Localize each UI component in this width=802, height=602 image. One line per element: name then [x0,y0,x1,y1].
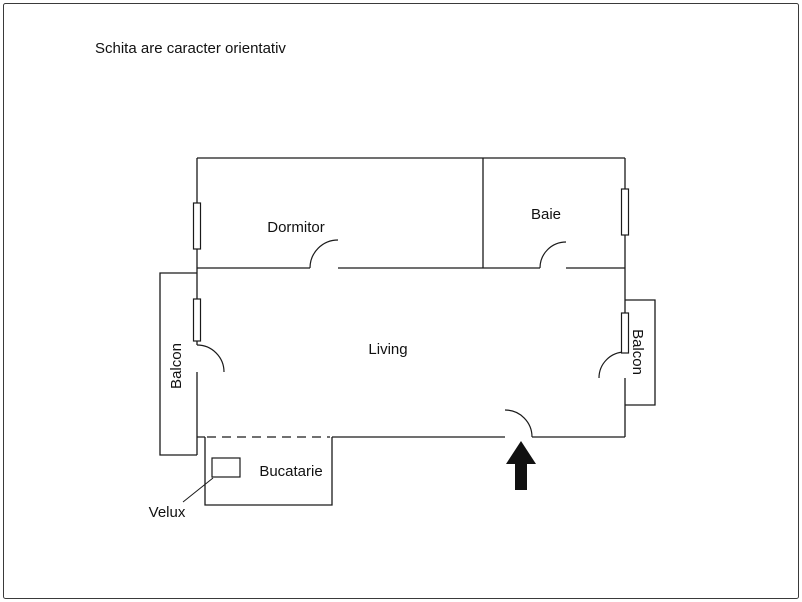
living-right-window [620,312,630,354]
baie-door-arc [539,241,567,269]
right-balcony-door-arc [598,351,626,379]
living-left-window [192,298,202,342]
baie-label: Baie [531,206,561,223]
dormitor-door-arc [309,239,339,269]
baie-window [620,188,630,236]
entrance-arrow [506,441,536,490]
entrance-door-arc [504,409,533,438]
bucatarie-label: Bucatarie [259,463,322,480]
walls [159,157,656,506]
page-border [3,3,799,599]
left-balcony-door-arc [196,344,225,373]
right-balcony-label: Balcon [629,329,646,375]
velux-label: Velux [149,504,186,521]
velux-box [211,457,241,478]
disclaimer-title: Schita are caracter orientativ [95,40,286,57]
dormitor-window [192,202,202,250]
velux-pointer-line [182,477,214,503]
living-label: Living [368,341,407,358]
left-balcony-label: Balcon [168,343,185,389]
dormitor-label: Dormitor [267,219,325,236]
